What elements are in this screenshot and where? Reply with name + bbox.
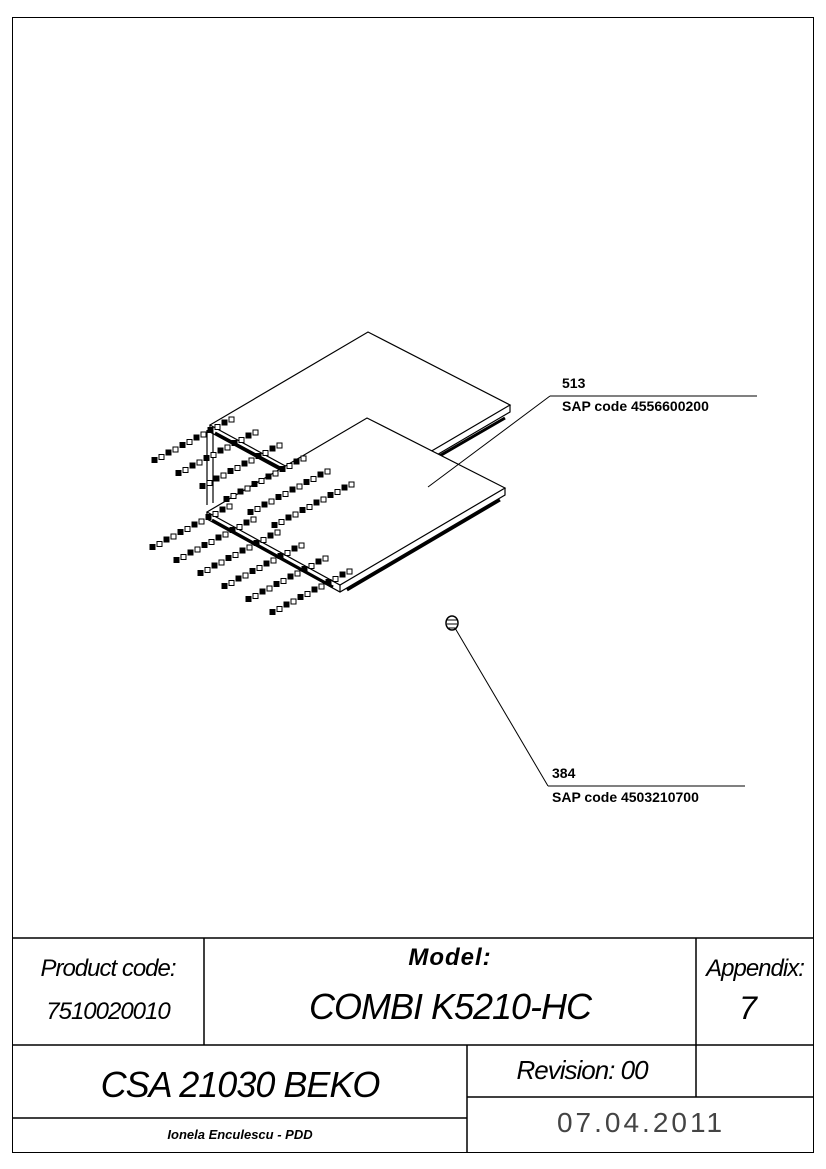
- title-block-grid: [12, 937, 814, 1153]
- product-code-value: 7510020010: [46, 998, 170, 1025]
- model-value: COMBI K5210-HC: [308, 986, 592, 1027]
- product-code-label: Product code:: [40, 955, 176, 982]
- model-label: Model:: [408, 944, 492, 971]
- screw-part: [445, 615, 459, 631]
- callout-sap-code: SAP code 4503210700: [552, 789, 699, 805]
- leader-lines: [427, 395, 757, 787]
- upper-shelf-holes: [151, 416, 355, 528]
- callout-sap-code: SAP code 4556600200: [562, 398, 709, 414]
- appendix-label: Appendix:: [706, 955, 805, 982]
- lower-shelf-holes: [149, 503, 353, 615]
- author-name: Ionela Enculescu - PDD: [167, 1127, 313, 1142]
- date-value: 07.04.2011: [556, 1107, 726, 1138]
- appendix-value: 7: [739, 990, 757, 1026]
- revision-label: Revision: 00: [516, 1055, 648, 1085]
- callout-item-number: 513: [562, 375, 586, 391]
- callout-item-number: 384: [552, 765, 576, 781]
- document-title: CSA 21030 BEKO: [100, 1064, 381, 1105]
- drawing-sheet: [12, 17, 814, 1153]
